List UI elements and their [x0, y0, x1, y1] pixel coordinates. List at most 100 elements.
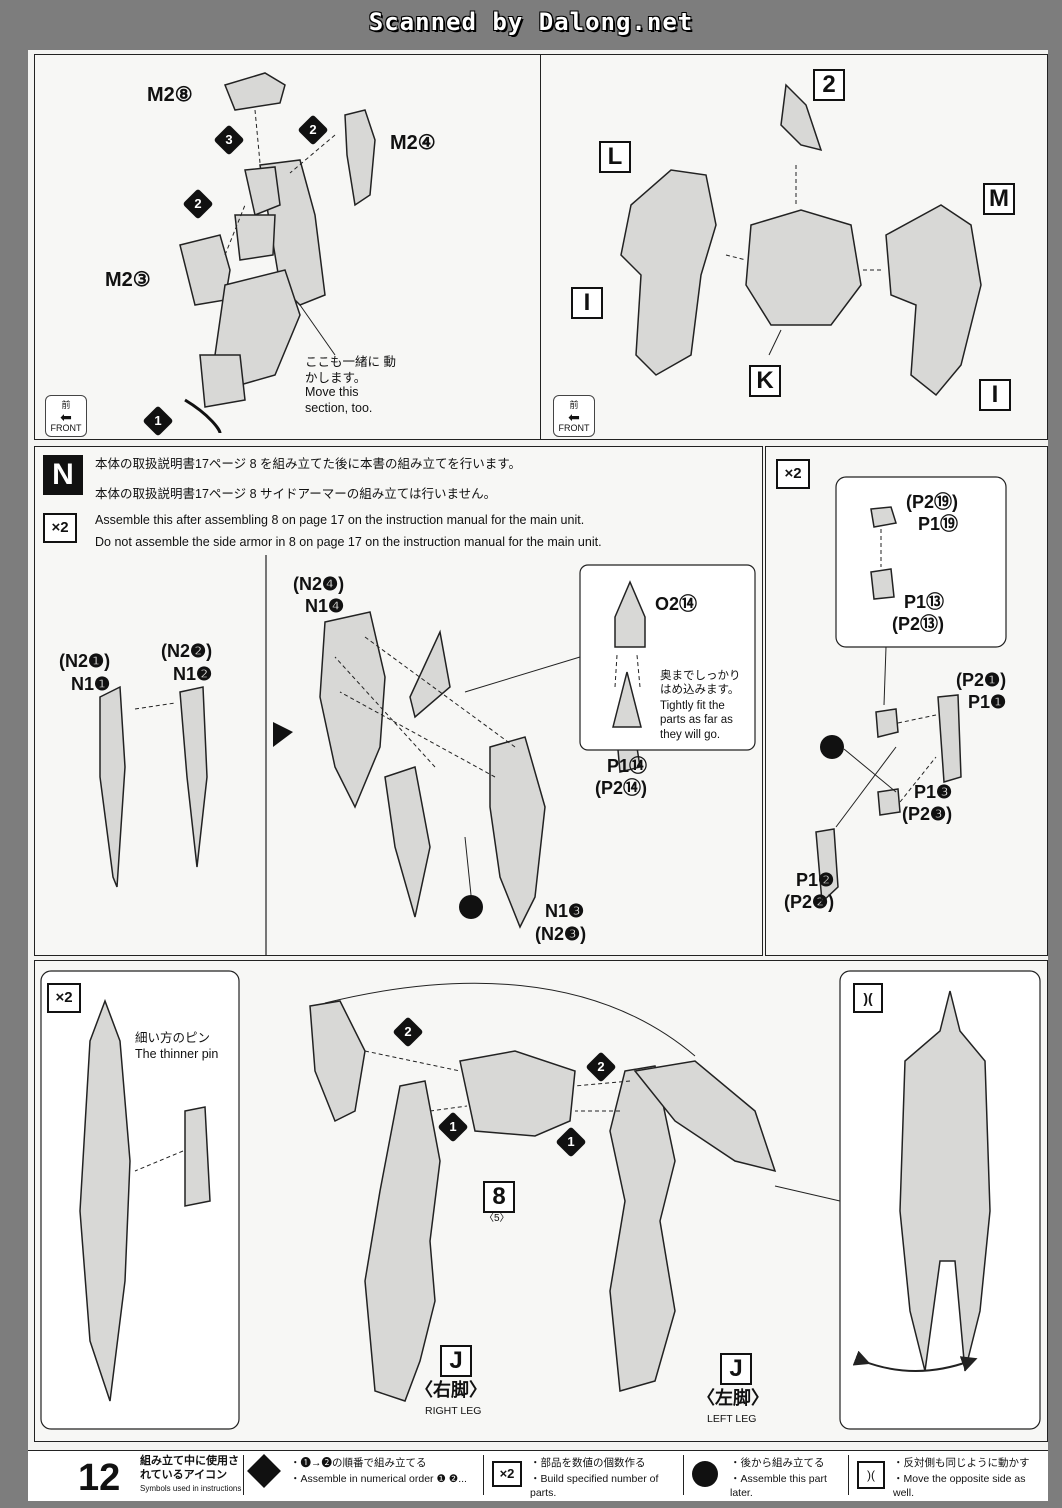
panel-step-n: N ×2 本体の取扱説明書17ページ 8 を組み立てた後に本書の組み立てを行いま…	[34, 446, 763, 956]
step-ref-8: 8	[483, 1181, 515, 1213]
multiplier-badge: ×2	[47, 983, 81, 1013]
side-armor-diagram	[99, 555, 756, 955]
part-n1-2: N1❷	[173, 664, 213, 684]
pin-note-en: The thinner pin	[135, 1047, 219, 1061]
part-tag-j-left: J	[440, 1345, 472, 1377]
front-indicator-right: 前 ⬅ FRONT	[553, 395, 595, 437]
front-label-jp: 前	[61, 400, 71, 410]
part-p2-3: (P2❸)	[902, 804, 953, 824]
instruction-en-2: Do not assemble the side armor in 8 on p…	[95, 535, 602, 549]
shoulder-assembly-diagram	[179, 72, 376, 434]
move-opposite-icon: )(	[857, 1461, 885, 1489]
part-p1-19: P1⑲	[918, 514, 959, 534]
step-marker-1a: 1	[437, 1111, 469, 1143]
callout-note-jp: 奥までしっかり はめ込みます。	[660, 670, 741, 697]
part-n1-3: N1❸	[545, 901, 585, 921]
legend-later-jp: ・後から組み立てる	[730, 1457, 825, 1469]
multiplier-badge: ×2	[43, 513, 77, 543]
part-tag-m: M	[983, 183, 1015, 215]
legend-multiplier: ×2 ・部品を数値の個数作る ・Build specified number o…	[483, 1455, 674, 1499]
legend-later-en: ・Assemble this part later.	[730, 1473, 827, 1499]
move-note-en: Move this section, too.	[305, 385, 373, 415]
legend-opposite: )( ・反対側も同じように動かす ・Move the opposite side…	[848, 1455, 1049, 1499]
front-indicator: 前 ⬅ FRONT	[45, 395, 87, 437]
part-p2-19: (P2⑲)	[906, 492, 959, 512]
part-n2-1: (N2❶)	[59, 651, 111, 671]
symbols-title-en: Symbols used in instructions	[140, 1484, 242, 1493]
left-leg-label-en: LEFT LEG	[707, 1413, 757, 1425]
part-tag-l: L	[599, 141, 631, 173]
part-n1-1: N1❶	[71, 674, 111, 694]
front-arrow-icon: ⬅	[60, 409, 72, 425]
pin-note-jp: 細い方のピン	[135, 1031, 211, 1045]
panel-leg-assembly: ×2 細い方のピン The thinner pin 2 2 1 1 8 〈5〉 …	[34, 960, 1048, 1442]
step-marker-1: 1	[142, 405, 174, 437]
part-tag-j-right: J	[720, 1353, 752, 1385]
front-arrow-icon: ⬅	[568, 409, 580, 425]
part-p2-1: (P2❶)	[956, 670, 1007, 690]
step-ref-8-sub: 〈5〉	[484, 1213, 510, 1224]
multiplier-icon: ×2	[492, 1461, 522, 1487]
part-tag-k: K	[749, 365, 781, 397]
part-p2-2: (P2❷)	[784, 892, 835, 912]
step-marker-2a: 2	[392, 1016, 424, 1048]
legend-order-jp: ・❶→❷の順番で組み立てる	[290, 1457, 427, 1469]
part-n2-2: (N2❷)	[161, 641, 213, 661]
step-marker-3: 3	[213, 124, 245, 156]
panel-body-assembly: 2 L M I K I 前 ⬅ FRONT	[540, 54, 1048, 440]
part-p1-3: P1❸	[914, 782, 953, 802]
leg-assembly-diagram	[40, 970, 1041, 1430]
legend-opposite-jp: ・反対側も同じように動かす	[893, 1457, 1030, 1469]
instruction-jp-2: 本体の取扱説明書17ページ 8 サイドアーマーの組み立ては行いません。	[95, 487, 497, 501]
instruction-sheet: M2⑧ M2④ M2③ 3 2 2 1 ここも一緒に 動かします。 Move t…	[28, 50, 1048, 1500]
part-p1-1: P1❶	[968, 692, 1007, 712]
shoulder-joint-diagram	[815, 476, 1007, 904]
page-number: 12	[78, 1457, 121, 1499]
legend-later: ・後から組み立てる ・Assemble this part later.	[683, 1455, 844, 1499]
part-n2-4: (N2❹)	[293, 574, 345, 594]
part-p1-13: P1⑬	[904, 592, 945, 612]
step-marker-2b: 2	[182, 188, 214, 220]
part-tag-i-right: I	[979, 379, 1011, 411]
symbols-title-jp: 組み立て中に使用されているアイコン	[140, 1455, 239, 1481]
order-step-icon	[247, 1454, 281, 1488]
panel-shoulder-assembly: M2⑧ M2④ M2③ 3 2 2 1 ここも一緒に 動かします。 Move t…	[34, 54, 541, 440]
right-leg-label-jp: 〈右脚〉	[415, 1380, 487, 1400]
part-label-m2-8: M2⑧	[147, 84, 193, 106]
step-letter-n: N	[43, 455, 83, 495]
scanner-watermark: Scanned by Dalong.net	[368, 8, 694, 36]
multiplier-badge: ×2	[776, 459, 810, 489]
right-leg-label-en: RIGHT LEG	[425, 1405, 482, 1417]
step-marker-1b: 1	[555, 1126, 587, 1158]
body-assembly-diagram	[620, 83, 982, 397]
instruction-en-1: Assemble this after assembling 8 on page…	[95, 513, 585, 527]
front-label-en: FRONT	[558, 423, 590, 433]
part-tag-2: 2	[813, 69, 845, 101]
part-n2-3: (N2❸)	[535, 924, 587, 944]
legend-order: ・❶→❷の順番で組み立てる ・Assemble in numerical ord…	[243, 1454, 474, 1495]
part-p2-14: (P2⑭)	[595, 778, 648, 798]
assemble-later-icon	[692, 1461, 718, 1487]
legend-multiplier-en: ・Build specified number of parts.	[530, 1473, 659, 1499]
part-label-m2-3: M2③	[105, 269, 151, 291]
legend-multiplier-jp: ・部品を数値の個数作る	[530, 1457, 646, 1469]
part-label-m2-4: M2④	[390, 132, 436, 154]
left-leg-label-jp: 〈左脚〉	[697, 1388, 769, 1408]
part-p1-2: P1❷	[796, 870, 835, 890]
part-o2-14: O2⑭	[655, 594, 698, 614]
panel-shoulder-joint: ×2 (P2⑲) P1⑲ P1⑬ (P2⑬) (P2	[765, 446, 1048, 956]
step-marker-2a: 2	[297, 114, 329, 146]
step-marker-2b: 2	[585, 1051, 617, 1083]
instruction-jp-1: 本体の取扱説明書17ページ 8 を組み立てた後に本書の組み立てを行います。	[95, 457, 522, 471]
move-note-jp: ここも一緒に 動かします。	[305, 355, 396, 385]
part-n1-4: N1❹	[305, 596, 345, 616]
symbols-legend-footer: 12 組み立て中に使用されているアイコン Symbols used in ins…	[28, 1450, 1048, 1501]
part-tag-i-left: I	[571, 287, 603, 319]
callout-note-en: Tightly fit the parts as far as they wil…	[660, 700, 733, 741]
part-p2-13: (P2⑬)	[892, 614, 945, 634]
part-p1-14: P1⑭	[607, 756, 648, 776]
legend-opposite-en: ・Move the opposite side as well.	[893, 1473, 1026, 1499]
legend-order-en: ・Assemble in numerical order ❶ ❷...	[290, 1473, 467, 1485]
move-opposite-badge: )(	[853, 983, 883, 1013]
front-label-en: FRONT	[50, 423, 82, 433]
